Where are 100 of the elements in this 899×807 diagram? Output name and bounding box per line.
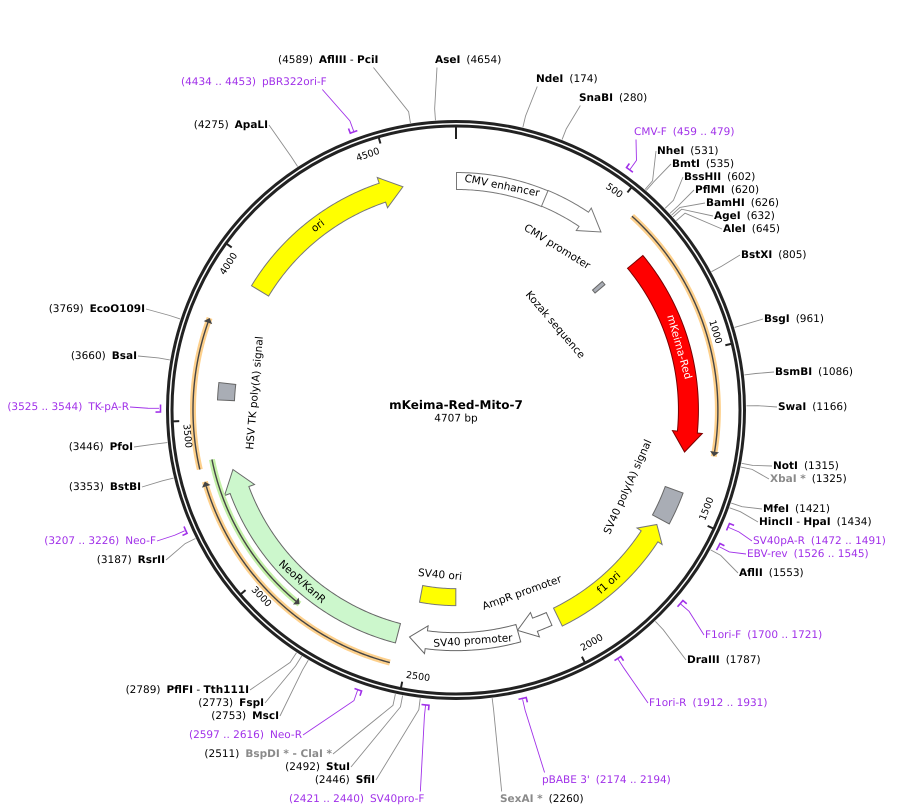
restriction-site-label: SwaI (1166) xyxy=(778,400,848,414)
tick-label: 3500 xyxy=(180,423,194,448)
leader-line xyxy=(740,466,770,480)
tick-label: 500 xyxy=(602,180,624,200)
restriction-site-label: AgeI (632) xyxy=(714,210,775,222)
restriction-site-label: SexAI * (2260) xyxy=(500,792,584,806)
feature-label: HSV TK poly(A) signal xyxy=(244,335,266,450)
leader-line xyxy=(719,546,746,554)
leader-line xyxy=(322,89,354,132)
primer-label: pBABE 3' (2174 .. 2194) xyxy=(542,774,671,786)
leader-line xyxy=(644,150,656,190)
tick-label: 2500 xyxy=(406,670,432,684)
feature-segment: CMV enhancer xyxy=(454,171,550,208)
leader-line xyxy=(332,694,396,754)
restriction-site-label: NotI (1315) xyxy=(773,460,839,472)
restriction-site-label: XbaI * (1325) xyxy=(770,472,847,486)
leader-line xyxy=(522,86,538,128)
leader-line xyxy=(250,652,297,690)
leader-line xyxy=(522,698,546,773)
leader-line xyxy=(630,139,637,170)
primer-label: (3207 .. 3226) Neo-F xyxy=(44,534,156,548)
restriction-site-label: BsmBI (1086) xyxy=(775,366,854,378)
leader-line xyxy=(373,67,411,124)
leader-line xyxy=(680,604,704,636)
primer-mark xyxy=(715,542,726,552)
primer-label: F1ori-R (1912 .. 1931) xyxy=(649,696,768,710)
restriction-site-label: BamHI (626) xyxy=(706,196,779,210)
primer-label: (2597 .. 2616) Neo-R xyxy=(188,728,302,742)
restriction-site-label: DraIII (1787) xyxy=(687,654,761,666)
primer-label: F1ori-F (1700 .. 1721) xyxy=(705,628,822,642)
leader-line xyxy=(664,176,684,209)
leader-line xyxy=(711,254,740,272)
leader-line xyxy=(746,405,778,408)
restriction-site-label: AseI (4654) xyxy=(435,54,502,66)
restriction-site-label: MfeI (1421) xyxy=(763,502,830,516)
restriction-site-label: (2511) BspDI * - ClaI * xyxy=(204,748,332,760)
leader-line xyxy=(434,67,438,121)
feature-label: SV40 ori xyxy=(418,567,463,584)
leader-line xyxy=(134,442,168,448)
primer-mark xyxy=(724,522,736,532)
leader-line xyxy=(671,202,706,216)
restriction-site-label: (2773) FspI xyxy=(198,696,264,710)
feature-segment: SV40 promoter xyxy=(408,623,522,656)
primer-mark xyxy=(517,696,529,704)
leader-line xyxy=(268,124,298,167)
leader-line xyxy=(617,658,648,704)
primer-label: CMV-F (459 .. 479) xyxy=(634,126,734,138)
leader-line xyxy=(710,549,738,574)
restriction-site-label: SnaBI (280) xyxy=(579,92,648,104)
restriction-site-label: BsgI (961) xyxy=(764,312,824,326)
primer-label: EBV-rev (1526 .. 1545) xyxy=(747,548,869,560)
leader-line xyxy=(729,507,758,522)
leader-line xyxy=(734,318,764,328)
primer-mark xyxy=(624,162,634,174)
leader-line xyxy=(654,620,686,660)
primer-mark xyxy=(347,127,360,135)
leader-line xyxy=(646,164,672,191)
restriction-site-label: (3769) EcoO109I xyxy=(48,302,145,316)
leader-line xyxy=(166,538,196,560)
primer-label: (4434 .. 4453) pBR322ori-F xyxy=(181,76,327,88)
restriction-site-label: (2492) StuI xyxy=(285,760,350,774)
restriction-site-label: NdeI (174) xyxy=(536,72,598,86)
restriction-site-label: NheI (531) xyxy=(657,144,719,158)
restriction-site-label: (3446) PfoI xyxy=(68,440,133,454)
tick-label: 4500 xyxy=(354,146,382,164)
restriction-site-label: (2446) SfiI xyxy=(314,774,375,786)
leader-line xyxy=(264,656,302,704)
primer-mark xyxy=(612,654,625,662)
leader-line xyxy=(669,190,694,214)
leader-line xyxy=(146,308,181,320)
leader-line xyxy=(420,704,426,792)
leader-line xyxy=(492,698,502,792)
primer-mark xyxy=(352,686,363,697)
restriction-site-label: AflII (1553) xyxy=(739,566,804,580)
tick-label: 1000 xyxy=(706,319,724,346)
primer-label: (3525 .. 3544) TK-pA-R xyxy=(7,400,129,414)
primer-mark xyxy=(181,525,189,538)
leader-line xyxy=(676,212,722,230)
leader-line xyxy=(130,406,160,409)
primer-mark xyxy=(676,598,688,608)
leader-line xyxy=(302,690,358,736)
leader-line xyxy=(142,478,174,488)
leader-line xyxy=(672,208,714,218)
leader-line xyxy=(376,698,421,780)
restriction-site-label: (4275) ApaLI xyxy=(194,118,268,132)
primer-label: SV40pA-R (1472 .. 1491) xyxy=(753,534,886,548)
tick-label: 1500 xyxy=(698,496,717,522)
leader-line xyxy=(728,527,752,542)
leader-line xyxy=(350,695,404,768)
restriction-site-label: (2789) PflFI - Tth111I xyxy=(126,684,249,696)
restriction-site-label: BssHII (602) xyxy=(684,170,756,184)
primer-mark xyxy=(154,403,162,414)
primer-mark xyxy=(420,702,431,712)
restriction-site-label: PflMI (620) xyxy=(695,184,760,196)
primer-label: (2421 .. 2440) SV40pro-F xyxy=(289,792,424,806)
restriction-site-label: HincII - HpaI (1434) xyxy=(759,516,872,528)
plasmid-size: 4707 bp xyxy=(434,412,478,426)
plasmid-name: mKeima-Red-Mito-7 xyxy=(389,398,523,412)
leader-line xyxy=(156,530,186,542)
feature-segment: ori xyxy=(250,176,404,298)
